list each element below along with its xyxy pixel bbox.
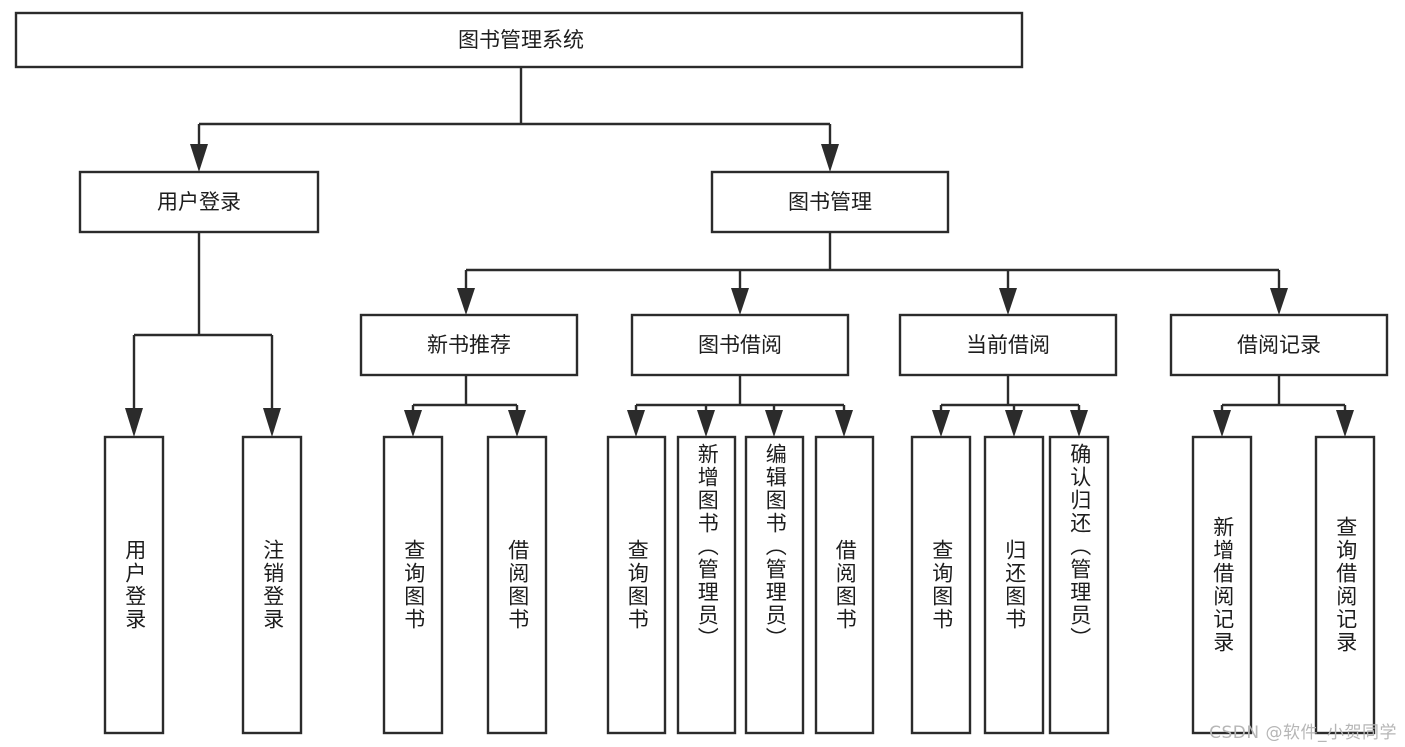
node-book-borrow-label: 图书借阅 — [698, 333, 782, 357]
leaf-box-cb-0[interactable] — [910, 435, 972, 735]
node-new-book-recommend-box[interactable] — [359, 313, 579, 377]
node-borrow-record-box[interactable] — [1169, 313, 1389, 377]
arrow-head-leaf-bb-0 — [627, 410, 645, 437]
arrow-head-level3-0 — [457, 288, 475, 315]
leaf-box-br-1[interactable] — [1314, 435, 1376, 735]
node-book-borrow-box[interactable] — [630, 313, 850, 377]
arrow-head-leaf-nbr-1 — [508, 410, 526, 437]
node-current-borrow-box[interactable] — [898, 313, 1118, 377]
leaf-box-br-0[interactable] — [1191, 435, 1253, 735]
node-user-login-box[interactable] — [78, 170, 320, 234]
leaf-box-cb-1[interactable] — [983, 435, 1045, 735]
arrow-head-leaf-cb-2 — [1070, 410, 1088, 437]
node-root-box[interactable] — [14, 11, 1024, 69]
arrow-head-leaf-nbr-0 — [404, 410, 422, 437]
leaf-box-user-login-0[interactable] — [103, 435, 165, 735]
leaf-box-bb-2[interactable] — [744, 435, 805, 735]
arrow-head-book-manage — [821, 144, 839, 172]
arrow-head-leaf-bb-3 — [835, 410, 853, 437]
connectors-current-borrow-to-leaves — [932, 375, 1088, 437]
connectors-new-book-recommend-to-leaves — [404, 375, 526, 437]
leaf-box-nbr-1[interactable] — [486, 435, 548, 735]
arrow-head-leaf-cb-1 — [1005, 410, 1023, 437]
leaf-box-bb-0[interactable] — [606, 435, 667, 735]
node-user-login-label: 用户登录 — [157, 190, 241, 214]
arrow-head-leaf-user-login-0 — [125, 408, 143, 437]
arrow-head-leaf-bb-1 — [697, 410, 715, 437]
arrow-head-leaf-cb-0 — [932, 410, 950, 437]
leaf-box-cb-2[interactable] — [1048, 435, 1110, 735]
arrow-head-user-login — [190, 144, 208, 172]
arrow-head-leaf-br-1 — [1336, 410, 1354, 437]
leaf-box-nbr-0[interactable] — [382, 435, 444, 735]
node-book-manage-label: 图书管理 — [788, 190, 872, 214]
arrow-head-leaf-br-0 — [1213, 410, 1231, 437]
leaf-box-user-login-1[interactable] — [241, 435, 303, 735]
connectors-book-borrow-to-leaves — [627, 375, 853, 437]
node-root-label: 图书管理系统 — [458, 28, 584, 52]
arrow-head-level3-2 — [999, 288, 1017, 315]
watermark-text: CSDN @软件_小贺同学 — [1209, 723, 1397, 743]
leaf-box-bb-1[interactable] — [676, 435, 737, 735]
arrow-head-level3-3 — [1270, 288, 1288, 315]
node-borrow-record-label: 借阅记录 — [1237, 333, 1321, 357]
leaf-box-bb-3[interactable] — [814, 435, 875, 735]
arrow-head-leaf-user-login-1 — [263, 408, 281, 437]
node-new-book-recommend-label: 新书推荐 — [427, 333, 511, 357]
connectors-user-login-to-leaves — [125, 232, 281, 437]
connectors-book-manage-to-level3 — [457, 232, 1288, 315]
node-current-borrow-label: 当前借阅 — [966, 333, 1050, 357]
node-book-manage-box[interactable] — [710, 170, 950, 234]
arrow-head-level3-1 — [731, 288, 749, 315]
arrow-head-leaf-bb-2 — [765, 410, 783, 437]
connectors-borrow-record-to-leaves — [1213, 375, 1354, 437]
connectors-root-to-level2 — [190, 67, 839, 172]
